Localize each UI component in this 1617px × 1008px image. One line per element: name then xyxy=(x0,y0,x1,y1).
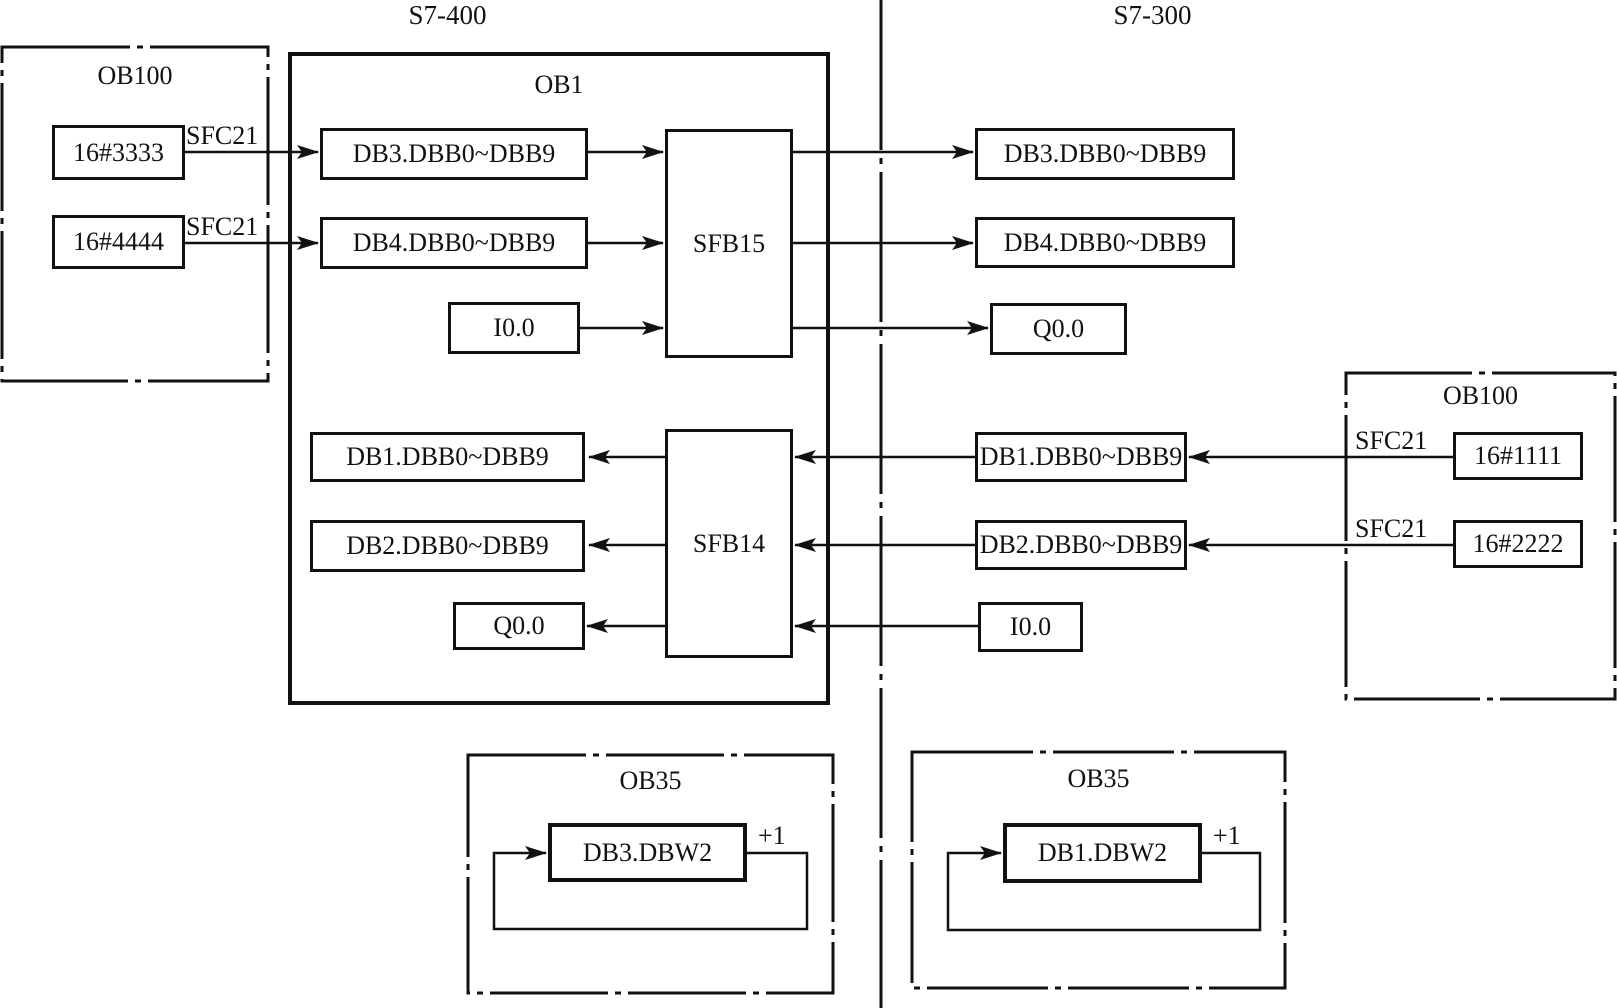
ob35-right-frame xyxy=(910,750,1287,990)
sfc21-label-right-1: SFC21 xyxy=(1355,426,1428,455)
recv-buffer-db4-300: DB4.DBB0~DBB9 xyxy=(975,217,1235,268)
ob35-left-title: OB35 xyxy=(619,766,682,795)
send-buffer-db1-300: DB1.DBB0~DBB9 xyxy=(975,432,1187,482)
recv-bit-q00-300: Q0.0 xyxy=(990,303,1127,355)
ob100-right-title: OB100 xyxy=(1442,381,1519,410)
sfb14-block: SFB14 xyxy=(665,429,793,658)
sfb15-block: SFB15 xyxy=(665,129,793,358)
ob100-right-frame xyxy=(1344,371,1617,701)
send-buffer-db3-400: DB3.DBB0~DBB9 xyxy=(320,128,588,180)
init-value-box-16-4444: 16#4444 xyxy=(52,215,185,269)
loop-increment-db3-dbw2 xyxy=(492,846,809,931)
ob1-title: OB1 xyxy=(534,70,584,99)
s7-300-title: S7-300 xyxy=(1113,0,1192,30)
counter-word-db3-dbw2: DB3.DBW2 xyxy=(548,823,747,882)
counter-word-db1-dbw2: DB1.DBW2 xyxy=(1003,823,1202,883)
init-value-box-16-3333: 16#3333 xyxy=(52,125,185,180)
ob35-left-frame xyxy=(466,753,835,995)
ob35-right-title: OB35 xyxy=(1067,764,1130,793)
sfc21-label-left-2: SFC21 xyxy=(186,212,259,241)
init-value-box-16-2222: 16#2222 xyxy=(1453,520,1583,568)
loop-increment-db1-dbw2 xyxy=(946,846,1262,932)
increment-label-right: +1 xyxy=(1213,821,1241,850)
send-bit-i00-400: I0.0 xyxy=(448,302,580,354)
increment-label-left: +1 xyxy=(758,821,786,850)
recv-buffer-db2-400: DB2.DBB0~DBB9 xyxy=(310,520,585,572)
sfc21-label-left-1: SFC21 xyxy=(186,121,259,150)
ob100-left-title: OB100 xyxy=(97,61,173,90)
sfc21-label-right-2: SFC21 xyxy=(1355,514,1428,543)
recv-bit-q00-400: Q0.0 xyxy=(453,602,585,650)
ob1-frame xyxy=(288,52,830,705)
init-value-box-16-1111: 16#1111 xyxy=(1453,432,1583,480)
ob100-left-frame xyxy=(0,45,270,383)
send-bit-i00-300: I0.0 xyxy=(978,602,1083,652)
send-buffer-db4-400: DB4.DBB0~DBB9 xyxy=(320,217,588,269)
send-buffer-db2-300: DB2.DBB0~DBB9 xyxy=(975,520,1187,570)
recv-buffer-db3-300: DB3.DBB0~DBB9 xyxy=(975,128,1235,180)
s7-400-title: S7-400 xyxy=(408,0,487,30)
recv-buffer-db1-400: DB1.DBB0~DBB9 xyxy=(310,432,585,482)
